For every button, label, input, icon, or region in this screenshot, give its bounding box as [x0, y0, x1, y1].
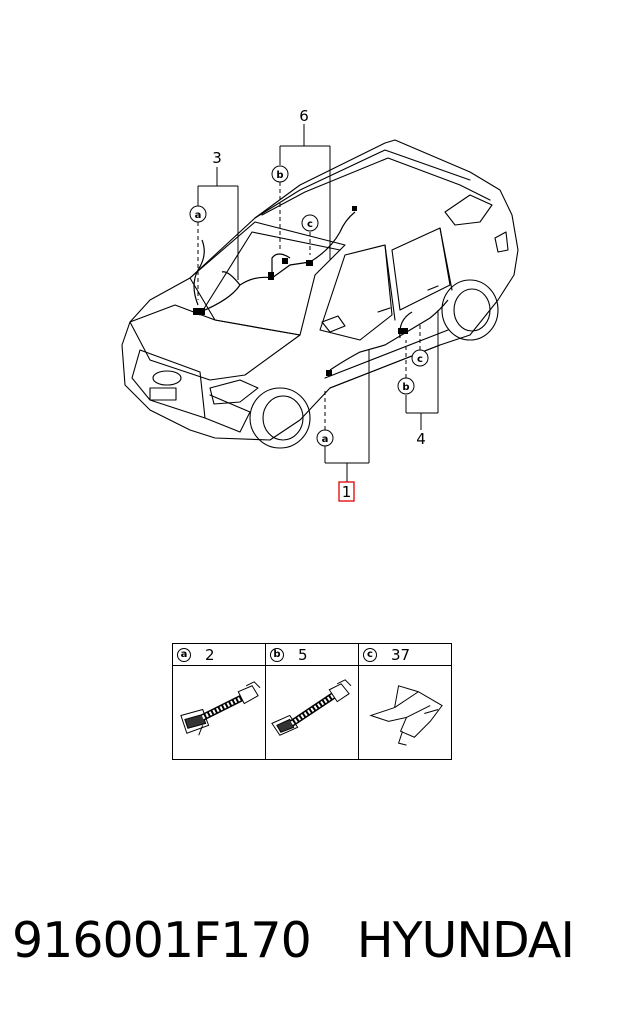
letter-b-top: b [271, 165, 289, 183]
harness-lines [193, 211, 449, 371]
parts-legend-table: a 2 b 5 [172, 643, 452, 760]
legend-header-b: b 5 [266, 644, 358, 666]
legend-cell-b: b 5 [266, 644, 359, 759]
letter-a-top: a [189, 205, 207, 223]
wiring-diagram: b c a a c b 6 3 4 1 [121, 107, 519, 502]
car-outline-icon [121, 139, 519, 449]
part-number: 916001F170 [12, 911, 312, 969]
svg-text:c: c [417, 354, 423, 365]
svg-text:b: b [276, 170, 283, 181]
legend-qty-a: 2 [205, 645, 215, 664]
legend-qty-b: 5 [298, 645, 308, 664]
letter-c-right: c [411, 349, 429, 367]
grommet-b-icon [266, 666, 358, 759]
callout-1-highlight[interactable]: 1 [338, 481, 355, 502]
legend-cell-a: a 2 [173, 644, 266, 759]
legend-qty-c: 37 [391, 645, 411, 664]
callout-6: 6 [299, 107, 309, 125]
callout-3: 3 [212, 149, 222, 167]
svg-text:a: a [322, 434, 329, 445]
grommet-a-icon [173, 666, 265, 759]
connectors [193, 206, 408, 376]
legend-header-c: c 37 [359, 644, 451, 666]
legend-header-a: a 2 [173, 644, 265, 666]
letter-callouts: b c a a c b [189, 165, 429, 447]
letter-c-badge: c [363, 647, 377, 662]
letter-a-badge: a [177, 647, 191, 662]
letter-c-top: c [301, 214, 319, 232]
letter-a-bottom: a [316, 429, 334, 447]
callout-4: 4 [416, 430, 426, 448]
leader-lines [197, 124, 439, 482]
part-footer: 916001F170 HYUNDAI [12, 905, 612, 975]
letter-b-right: b [397, 377, 415, 395]
brand-name: HYUNDAI [356, 911, 575, 969]
letter-b-badge: b [270, 647, 284, 662]
clip-c-icon [359, 666, 451, 759]
legend-cell-c: c 37 [359, 644, 451, 759]
callout-1[interactable]: 1 [342, 483, 352, 501]
svg-text:b: b [402, 382, 409, 393]
svg-text:c: c [307, 219, 313, 230]
svg-text:a: a [195, 210, 202, 221]
